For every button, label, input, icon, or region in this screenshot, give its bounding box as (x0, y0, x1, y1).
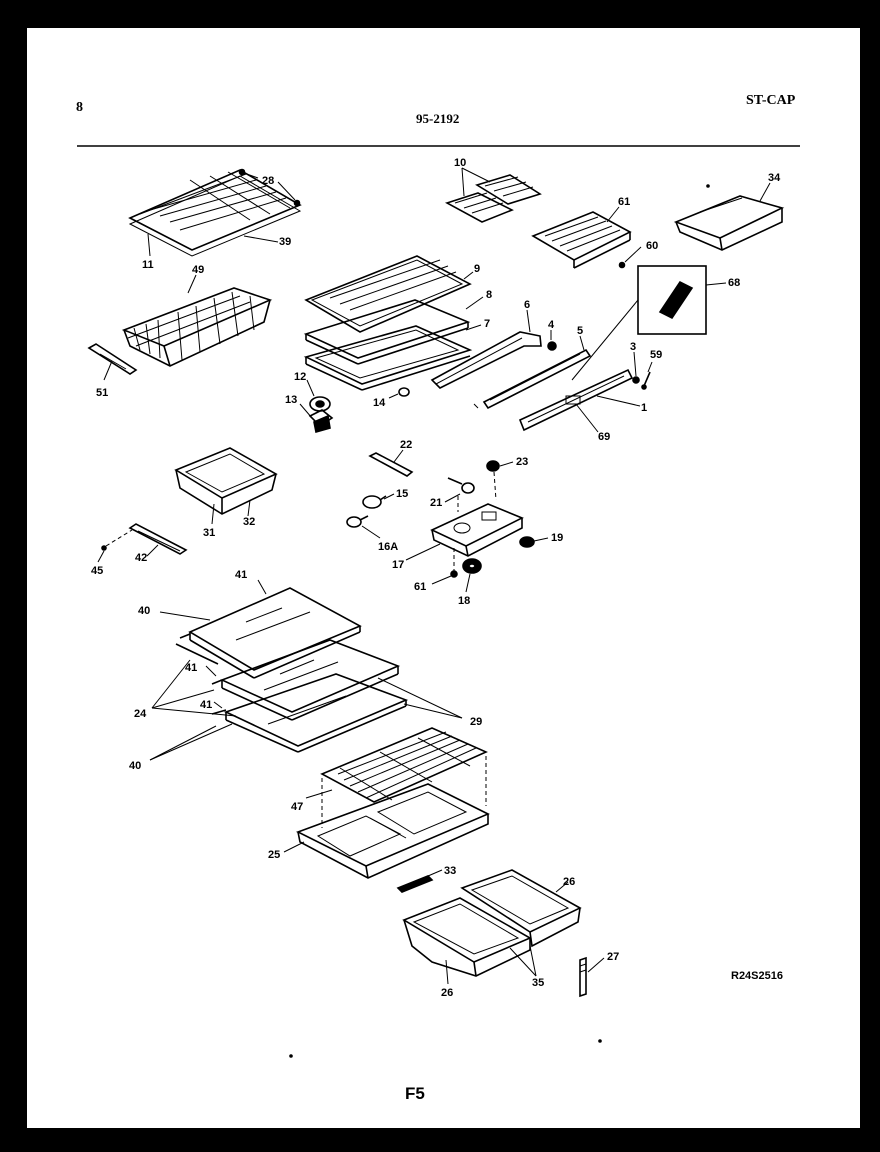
part-14 (398, 387, 410, 397)
callout-12: 12 (294, 371, 306, 383)
drawing-reference: R24S2516 (731, 970, 783, 982)
part-19 (519, 536, 535, 548)
callout-51: 51 (96, 387, 108, 399)
part-21 (447, 477, 475, 494)
callout-1: 1 (641, 402, 647, 414)
part-crisper-cover (320, 727, 488, 803)
callout-15: 15 (396, 488, 408, 500)
callout-9: 9 (474, 263, 480, 275)
callout-5: 5 (577, 325, 583, 337)
part-23 (486, 460, 500, 472)
part-ice-trays (444, 174, 542, 223)
part-glass-shelf-mid (219, 639, 401, 721)
part-42-rail (128, 523, 188, 555)
callout-3: 3 (630, 341, 636, 353)
callout-33: 33 (444, 865, 456, 877)
part-crisper-drawer-left (402, 897, 532, 977)
callout-13: 13 (285, 394, 297, 406)
part-glass-shelf-top (188, 587, 362, 679)
callout-19: 19 (551, 532, 563, 544)
callout-41-mid: 41 (185, 662, 197, 674)
part-dairy-bin (174, 447, 278, 515)
callout-24: 24 (134, 708, 147, 720)
callout-47: 47 (291, 801, 303, 813)
part-shelf-8 (303, 299, 471, 365)
callout-25: 25 (268, 849, 280, 861)
callout-68: 68 (728, 277, 740, 289)
callout-35: 35 (532, 977, 544, 989)
part-16a-socket (346, 515, 369, 528)
callout-10: 10 (454, 157, 466, 169)
part-68-element (658, 280, 694, 320)
callout-17: 17 (392, 559, 404, 571)
part-13-block (308, 409, 334, 434)
callout-16a: 16A (378, 541, 398, 553)
callout-23: 23 (516, 456, 528, 468)
part-crisper-frame (295, 783, 490, 879)
part-wire-basket (121, 287, 273, 367)
part-rail-51 (87, 343, 138, 375)
part-shelf-rails (175, 633, 227, 715)
part-glass-shelf-9 (304, 255, 472, 333)
callout-4: 4 (548, 319, 555, 331)
part-4 (547, 341, 557, 351)
part-22-bar (368, 452, 414, 477)
part-27-clip (579, 956, 587, 998)
part-glass-shelf-bottom (223, 673, 409, 753)
parts-sheet (27, 28, 860, 1128)
part-freezer-shelf (531, 211, 632, 269)
callout-29: 29 (470, 716, 482, 728)
model-code: ST-CAP (746, 93, 796, 108)
figure-label: F5 (405, 1084, 425, 1103)
callout-14: 14 (373, 397, 386, 409)
callout-61-bottom: 61 (414, 581, 426, 593)
callout-22: 22 (400, 439, 412, 451)
part-12-roller (309, 396, 331, 412)
callout-32: 32 (243, 516, 255, 528)
callout-26-left: 26 (441, 987, 453, 999)
callout-31: 31 (203, 527, 215, 539)
callout-40-top: 40 (138, 605, 150, 617)
callout-59: 59 (650, 349, 662, 361)
callout-34: 34 (768, 172, 781, 184)
callout-40-bottom: 40 (129, 760, 141, 772)
callout-45: 45 (91, 565, 103, 577)
callout-11: 11 (142, 259, 154, 271)
callout-8: 8 (486, 289, 492, 301)
part-45-screw (101, 545, 107, 551)
part-bracket-6 (430, 331, 542, 389)
part-18-knob (462, 558, 482, 574)
part-15-bulb (362, 495, 387, 509)
part-rail-1 (518, 368, 634, 432)
callout-21: 21 (430, 497, 442, 509)
callout-6: 6 (524, 299, 530, 311)
part-59-screw (641, 371, 651, 390)
callout-39: 39 (279, 236, 291, 248)
callout-41-low: 41 (200, 699, 212, 711)
part-3 (632, 376, 640, 384)
part-freezer-bin (673, 195, 785, 251)
callout-27: 27 (607, 951, 619, 963)
page-number: 8 (76, 100, 83, 115)
part-wire-shelf (128, 168, 302, 257)
part-frame-7 (303, 325, 473, 391)
callout-49: 49 (192, 264, 204, 276)
callout-28: 28 (262, 175, 274, 187)
callout-26-right: 26 (563, 876, 575, 888)
callout-7: 7 (484, 318, 490, 330)
callout-69: 69 (598, 431, 610, 443)
part-crisper-drawer-right (460, 869, 582, 948)
callout-60: 60 (646, 240, 658, 252)
callout-42: 42 (135, 552, 147, 564)
part-rail-5 (482, 348, 592, 410)
callout-61-top: 61 (618, 196, 630, 208)
doc-number: 95-2192 (416, 111, 460, 126)
callout-18: 18 (458, 595, 470, 607)
part-17-housing (430, 503, 524, 557)
callout-41-top: 41 (235, 569, 247, 581)
part-33-spring (396, 875, 434, 893)
